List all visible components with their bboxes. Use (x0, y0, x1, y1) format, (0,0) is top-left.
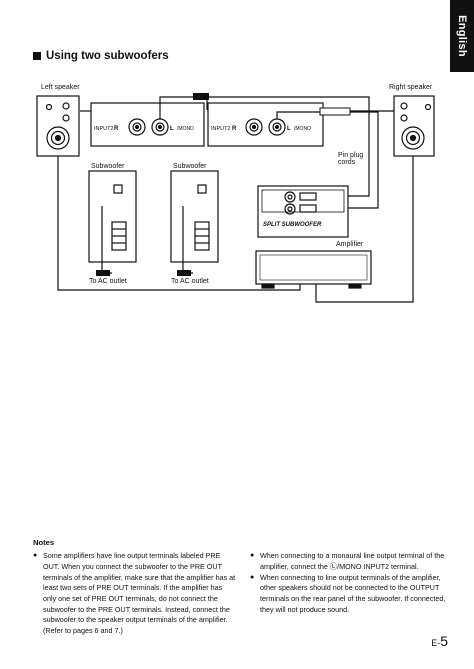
ac-outlet-1-label: To AC outlet (89, 278, 127, 285)
split-subwoofer-label: SPLIT SUBWOOFER (263, 222, 322, 228)
r-label-2: R (232, 126, 237, 132)
pin-plug-cords-label: Pin plug cords (338, 152, 364, 167)
note-text: Some amplifiers have line output termina… (43, 551, 236, 635)
left-speaker-label: Left speaker (41, 84, 80, 91)
page-number: E- 5 (431, 633, 448, 649)
right-speaker-icon (393, 95, 435, 157)
note-item: ● When connecting to line output termina… (250, 573, 453, 616)
notes-column-right: ● When connecting to a monaural line out… (250, 551, 453, 636)
connection-diagram: INPUT2 R L /MONO INPUT2 R L /MONO SPLIT … (0, 0, 474, 320)
note-item: ● Some amplifiers have line output termi… (33, 551, 236, 636)
note-text: When connecting to a monaural line outpu… (260, 551, 445, 571)
plug-connectors-icon (96, 93, 351, 276)
square-bullet-icon (33, 52, 41, 60)
amplifier-icon (255, 250, 372, 289)
bullet-icon: ● (250, 552, 255, 560)
bullet-icon: ● (33, 552, 38, 560)
left-speaker-icon (36, 95, 80, 157)
l-label-2: L (287, 126, 291, 132)
connection-diagram-svg: INPUT2 R L /MONO INPUT2 R L /MONO SPLIT … (36, 93, 435, 303)
input2-label-2: INPUT2 (211, 126, 231, 132)
notes-title: Notes (33, 538, 55, 547)
bullet-icon: ● (250, 573, 255, 581)
notes-section: Notes ● Some amplifiers have line output… (33, 537, 453, 636)
right-speaker-label: Right speaker (389, 84, 433, 91)
r-label-1: R (114, 126, 119, 132)
language-tab: English (450, 0, 474, 72)
page-number-value: 5 (440, 633, 448, 649)
subwoofer-2-icon (170, 170, 219, 263)
split-subwoofer-panel-icon (257, 185, 349, 238)
ac-outlet-2-label: To AC outlet (171, 278, 209, 285)
subwoofer-1-icon (88, 170, 137, 263)
note-item: ● When connecting to a monaural line out… (250, 551, 453, 572)
input-panel-2-icon (207, 102, 324, 147)
amplifier-label: Amplifier (336, 241, 364, 248)
notes-column-left: ● Some amplifiers have line output termi… (33, 551, 236, 636)
input2-label-1: INPUT2 (94, 126, 114, 132)
page-number-prefix: E- (431, 638, 441, 648)
subwoofer-2-label: Subwoofer (173, 163, 207, 170)
l-label-1: L (170, 126, 174, 132)
input-panel-1-icon (90, 102, 205, 147)
section-title-text: Using two subwoofers (46, 50, 169, 62)
mono-label-1: /MONO (177, 126, 194, 132)
section-title: Using two subwoofers (33, 50, 169, 62)
subwoofer-1-label: Subwoofer (91, 163, 125, 170)
mono-label-2: /MONO (294, 126, 311, 132)
note-text: When connecting to line output terminals… (260, 572, 446, 614)
